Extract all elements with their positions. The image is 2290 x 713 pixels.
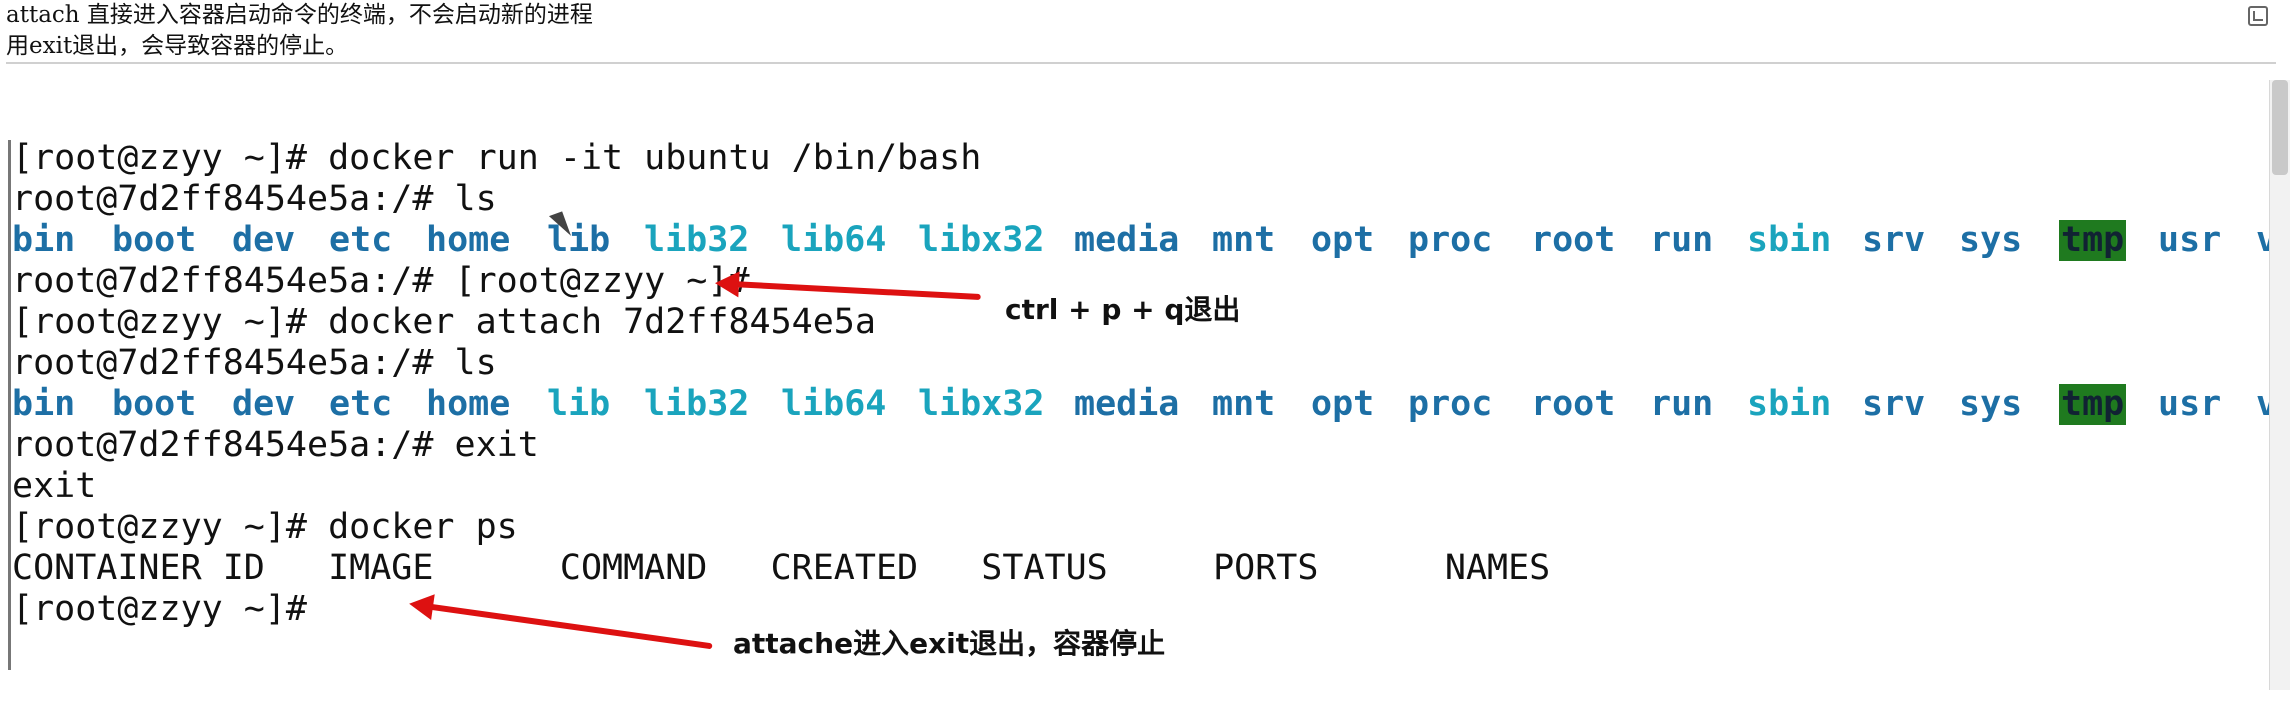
ls-item: libx32 (918, 220, 1045, 260)
terminal-line: root@7d2ff8454e5a:/# ls (12, 343, 497, 383)
ls-item: run (1650, 220, 1714, 260)
ls-item: etc (329, 384, 393, 424)
ls-item: media (1074, 220, 1180, 260)
scroll-thumb[interactable] (2272, 80, 2288, 175)
ls-item: lib64 (781, 384, 887, 424)
terminal-line: root@7d2ff8454e5a:/# [root@zzyy ~]# (12, 261, 750, 301)
terminal-line: [root@zzyy ~]# docker attach 7d2ff8454e5… (12, 302, 876, 342)
note-line-1: attach 直接进入容器启动命令的终端，不会启动新的进程 (6, 2, 593, 28)
ls-item: sys (1959, 220, 2023, 260)
ls-item: root (1531, 384, 1616, 424)
ls-item: opt (1311, 384, 1375, 424)
ls-item: srv (1862, 384, 1926, 424)
ls-item: proc (1408, 220, 1493, 260)
ls-item: boot (112, 384, 197, 424)
ls-item: home (426, 384, 511, 424)
ls-item: usr (2158, 220, 2222, 260)
ls-item: bin (12, 384, 76, 424)
ls-item: dev (232, 220, 296, 260)
ls-item: sbin (1747, 384, 1832, 424)
ls-item: libx32 (918, 384, 1045, 424)
terminal-line: [root@zzyy ~]# (12, 589, 308, 629)
ls-item: dev (232, 384, 296, 424)
terminal-line: root@7d2ff8454e5a:/# ls (12, 179, 497, 219)
terminal-line: root@7d2ff8454e5a:/# exit (12, 425, 539, 465)
ls-item: proc (1408, 384, 1493, 424)
ls-item: sbin (1747, 220, 1832, 260)
terminal-line: [root@zzyy ~]# docker ps (12, 507, 518, 547)
ls-item: lib32 (644, 384, 750, 424)
vertical-scrollbar[interactable] (2269, 80, 2290, 690)
terminal[interactable]: [root@zzyy ~]# docker run -it ubuntu /bi… (0, 90, 2290, 690)
ls-item: etc (329, 220, 393, 260)
terminal-line: CONTAINER ID IMAGE COMMAND CREATED STATU… (12, 548, 1551, 588)
ls-item: mnt (1212, 384, 1276, 424)
ls-item: home (426, 220, 511, 260)
ls-item: sys (1959, 384, 2023, 424)
ls-item: usr (2158, 384, 2222, 424)
top-note: attach 直接进入容器启动命令的终端，不会启动新的进程 用exit退出，会导… (6, 0, 2276, 64)
ls-item: media (1074, 384, 1180, 424)
ls-item: srv (1862, 220, 1926, 260)
annotation-1: ctrl + p + q退出 (1005, 293, 1241, 326)
ls-item: lib (547, 384, 611, 424)
ls-item: lib64 (781, 220, 887, 260)
annotation-2: attache进入exit退出，容器停止 (733, 627, 1166, 660)
ls-item-tmp: tmp (2059, 220, 2127, 261)
note-line-2: 用exit退出，会导致容器的停止。 (6, 33, 349, 59)
ls-item: opt (1311, 220, 1375, 260)
ls-item: mnt (1212, 220, 1276, 260)
ls-item: boot (112, 220, 197, 260)
ls-item: lib32 (644, 220, 750, 260)
ls-item: lib (547, 220, 611, 260)
ls-item: bin (12, 220, 76, 260)
ls-item: run (1650, 384, 1714, 424)
terminal-line: [root@zzyy ~]# docker run -it ubuntu /bi… (12, 138, 982, 178)
ls-item: root (1531, 220, 1616, 260)
terminal-left-border (8, 140, 11, 670)
ls-item-tmp: tmp (2059, 384, 2127, 425)
terminal-line: exit (12, 466, 97, 506)
corner-icon[interactable] (2248, 6, 2268, 26)
